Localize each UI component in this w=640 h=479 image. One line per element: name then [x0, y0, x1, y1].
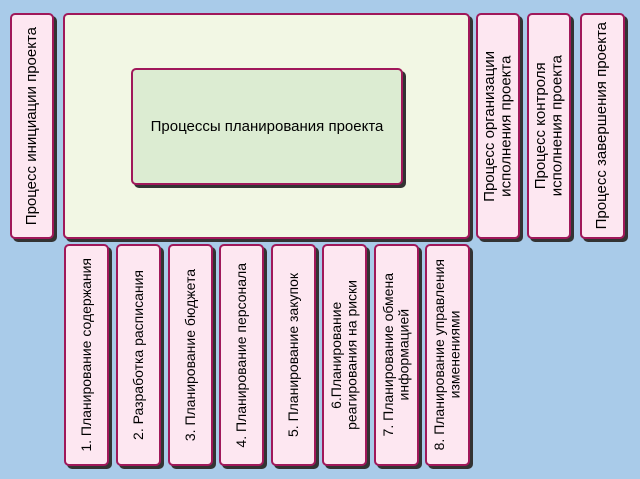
completion-process-label: Процесс завершения проекта — [593, 22, 611, 230]
subprocess-box-6: 6.Планирование реагирования на риски — [322, 244, 367, 466]
subprocess-label: 1. Планирование содержания — [77, 258, 94, 452]
planning-process-box: Процессы планирования проекта — [131, 68, 403, 185]
initiation-process-box: Процесс инициации проекта — [10, 13, 54, 239]
subprocess-box-7: 7. Планирование обмена информацией — [374, 244, 419, 466]
control-process-label: Процесс контроля исполнения проекта — [531, 55, 566, 197]
control-process-box: Процесс контроля исполнения проекта — [527, 13, 571, 239]
subprocess-label: 2. Разработка расписания — [129, 270, 146, 440]
subprocess-box-2: 2. Разработка расписания — [116, 244, 161, 466]
subprocess-box-8: 8. Планирование управления изменениями — [425, 244, 470, 466]
completion-process-box: Процесс завершения проекта — [580, 13, 625, 239]
organization-process-label: Процесс организации исполнения проекта — [480, 50, 515, 202]
subprocess-box-5: 5. Планирование закупок — [271, 244, 316, 466]
subprocess-label: 6.Планирование реагирования на риски — [328, 280, 360, 430]
subprocess-label: 8. Планирование управления изменениями — [431, 259, 463, 451]
subprocess-box-1: 1. Планирование содержания — [64, 244, 109, 466]
subprocess-box-3: 3. Планирование бюджета — [168, 244, 213, 466]
subprocess-label: 5. Планирование закупок — [284, 273, 301, 437]
organization-process-box: Процесс организации исполнения проекта — [476, 13, 520, 239]
subprocess-label: 3. Планирование бюджета — [181, 268, 198, 442]
subprocess-label: 4. Планирование персонала — [232, 262, 249, 448]
initiation-process-label: Процесс инициации проекта — [22, 26, 40, 226]
subprocess-label: 7. Планирование обмена информацией — [380, 273, 412, 437]
planning-process-label: Процессы планирования проекта — [150, 118, 384, 135]
subprocess-box-4: 4. Планирование персонала — [219, 244, 264, 466]
